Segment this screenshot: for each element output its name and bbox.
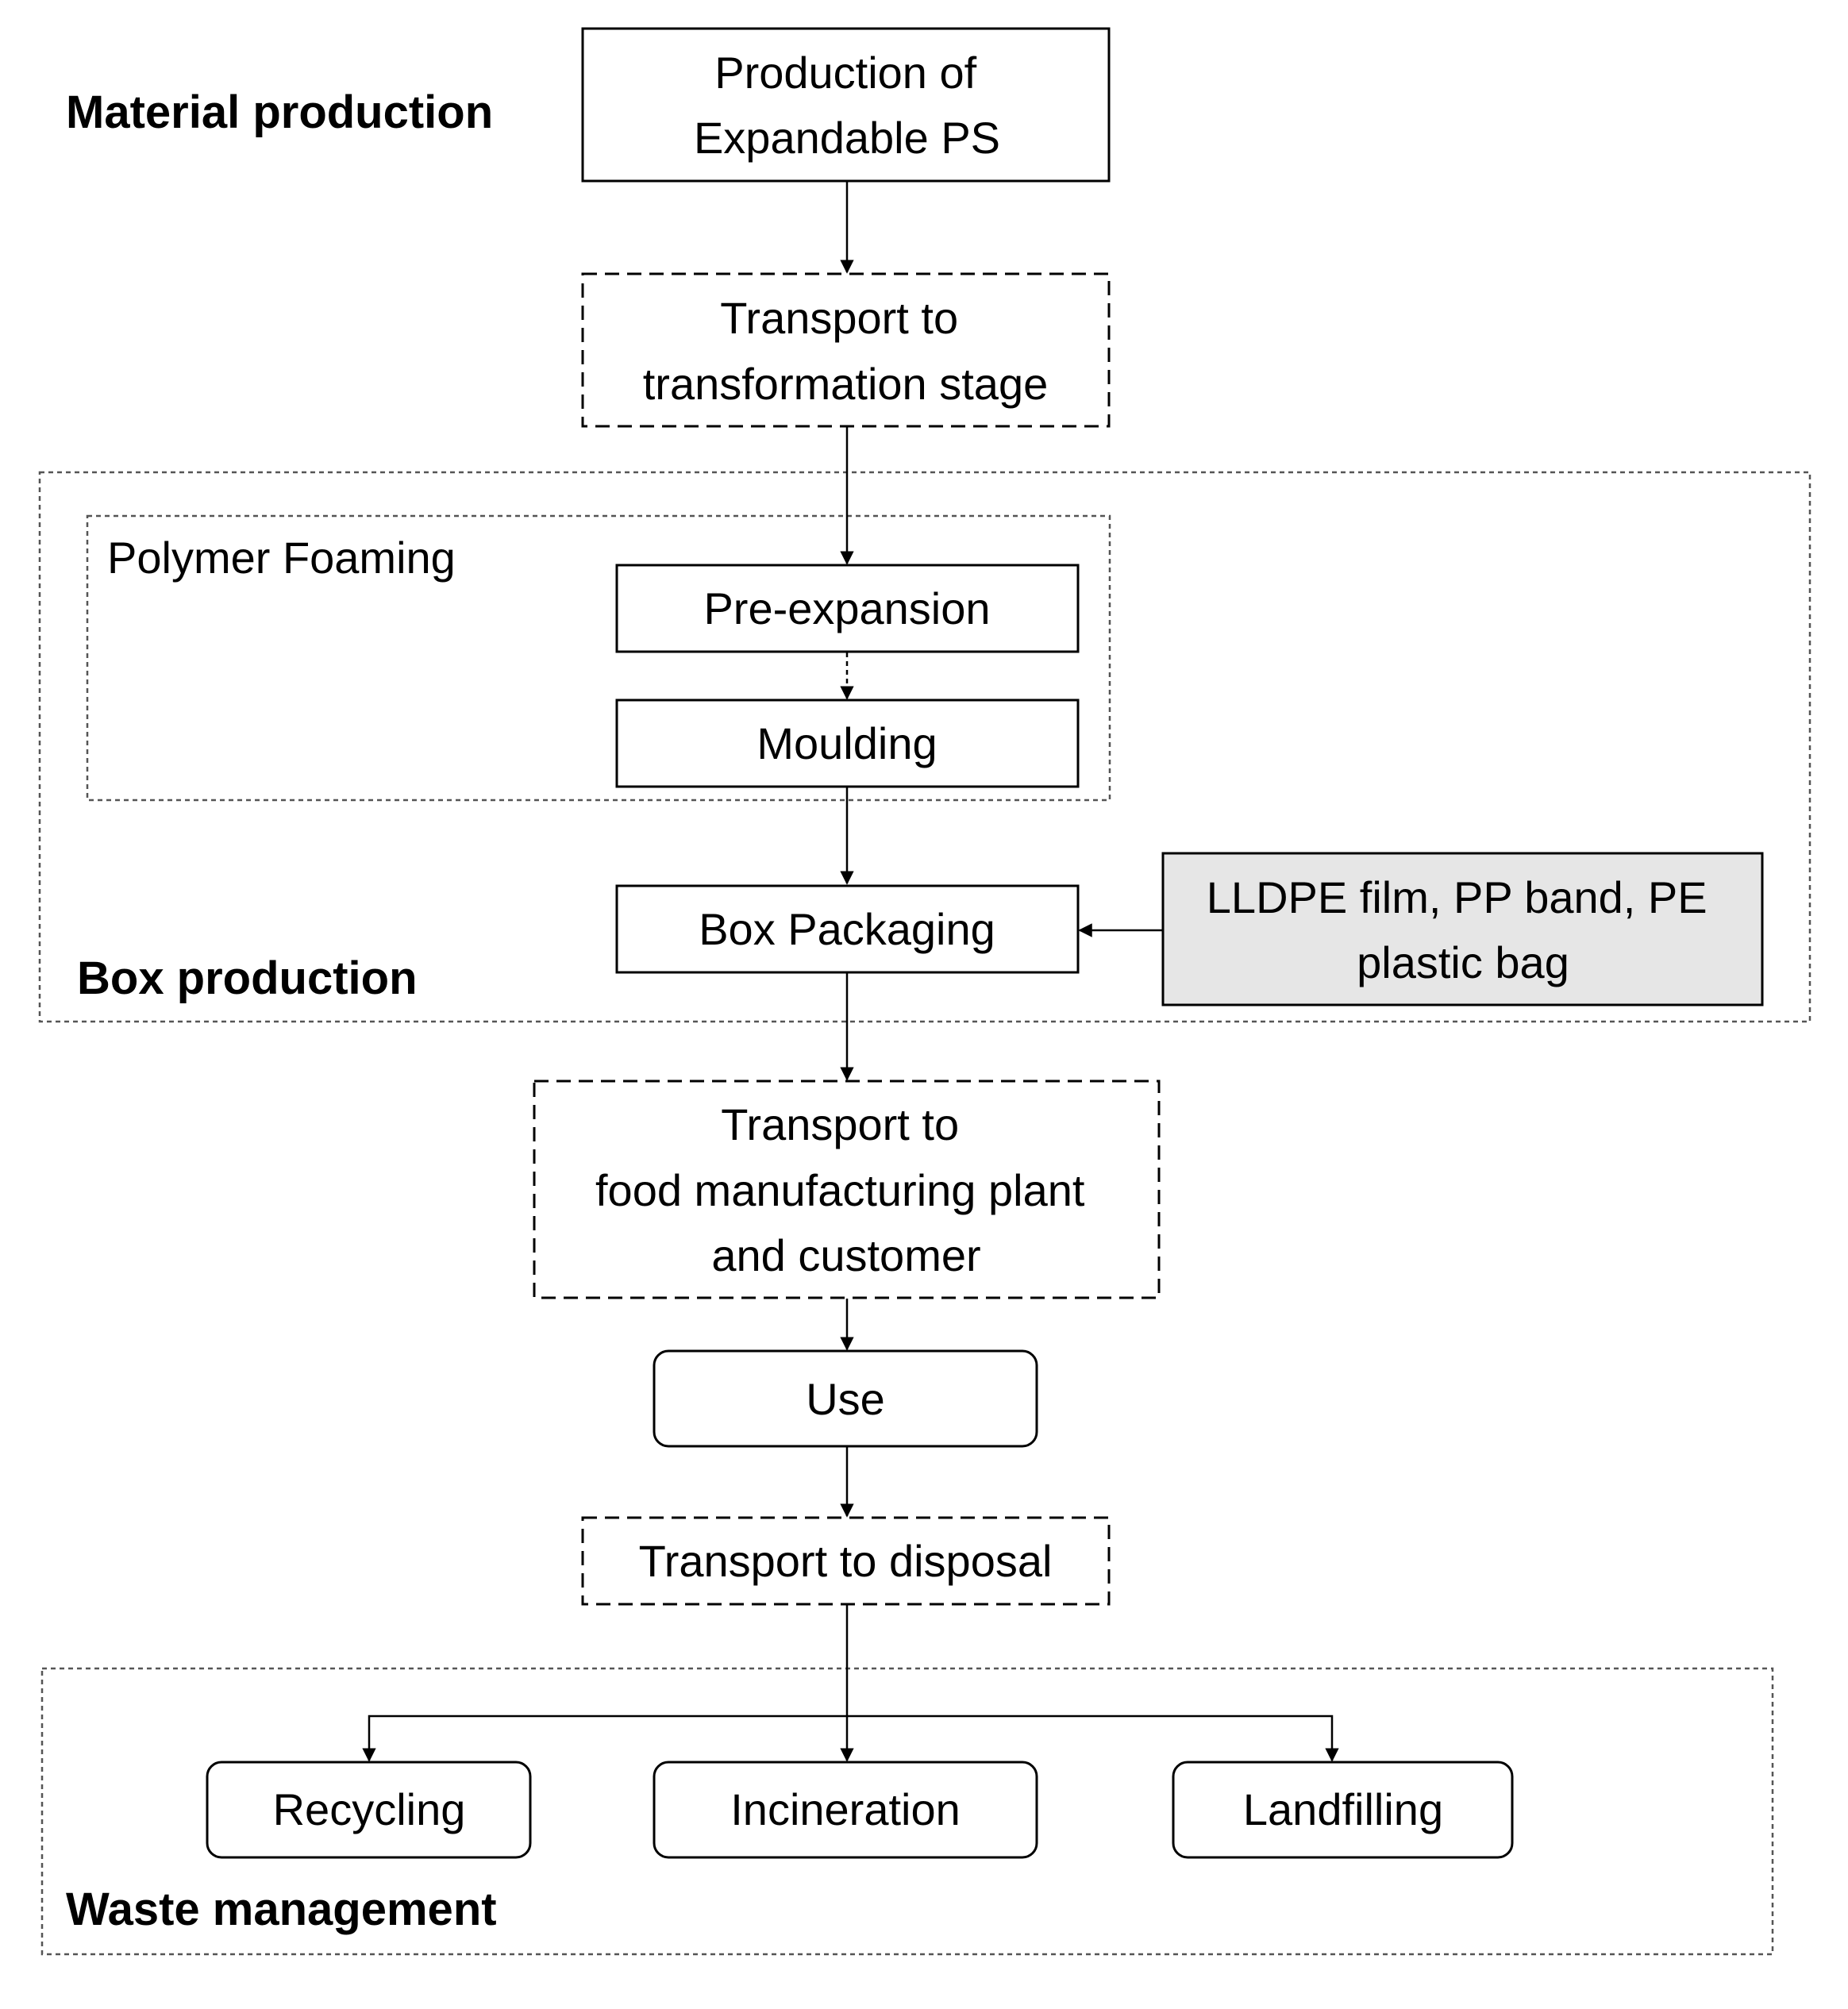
- transport-transformation-label: Transport to transformation stage: [643, 293, 1048, 409]
- packaging-inputs-label: LLDPE film, PP band, PE plastic bag: [1207, 872, 1719, 987]
- incineration-label: Incineration: [730, 1784, 961, 1834]
- polymer-foaming-group: [86, 514, 1111, 802]
- transport-food-label: Transport to food manufacturing plant an…: [595, 1099, 1097, 1280]
- box-production-group: [38, 471, 1811, 1023]
- moulding-box: [615, 699, 1080, 788]
- transport-disposal-box: [581, 1516, 1111, 1606]
- pre-expansion-box: [615, 564, 1080, 653]
- production-label: Production of Expandable PS: [694, 48, 1000, 163]
- incineration-box: [653, 1761, 1038, 1859]
- material-production-label: Material production: [66, 87, 493, 138]
- transport-food-box: [533, 1080, 1161, 1299]
- arrow-disposal-to-landfilling: [847, 1715, 1339, 1762]
- pre-expansion-label: Pre-expansion: [703, 583, 990, 633]
- use-box: [653, 1349, 1038, 1448]
- recycling-box: [206, 1761, 532, 1859]
- recycling-label: Recycling: [273, 1784, 466, 1834]
- transport-disposal-label: Transport to disposal: [639, 1536, 1053, 1586]
- box-production-label: Box production: [77, 953, 418, 1004]
- box-packaging-box: [615, 884, 1080, 974]
- arrow-disposal-to-recycling: [362, 1715, 847, 1762]
- waste-management-group: [40, 1667, 1774, 1956]
- landfilling-label: Landfilling: [1243, 1784, 1443, 1834]
- landfilling-box: [1172, 1761, 1514, 1859]
- packaging-inputs-box: [1161, 852, 1764, 1006]
- transport-transformation-box: [581, 272, 1111, 428]
- waste-management-label: Waste management: [66, 1884, 497, 1935]
- use-label: Use: [806, 1374, 885, 1424]
- polymer-foaming-label: Polymer Foaming: [107, 533, 456, 583]
- moulding-label: Moulding: [757, 718, 937, 768]
- production-box: [581, 27, 1111, 183]
- box-packaging-label: Box Packaging: [699, 904, 995, 954]
